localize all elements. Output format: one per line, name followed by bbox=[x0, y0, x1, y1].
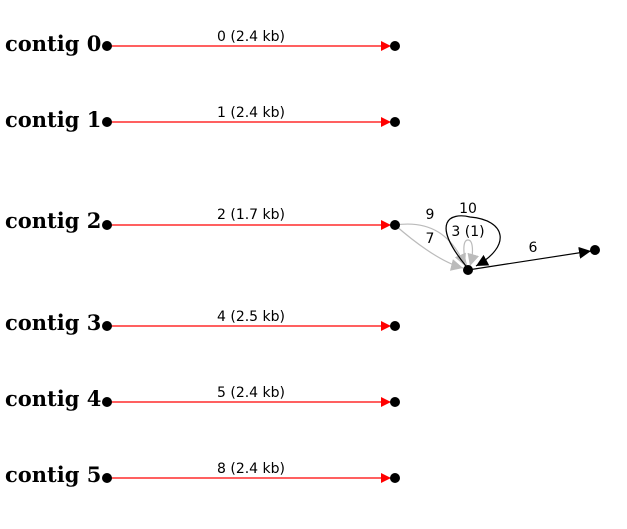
contig-edge-label: 1 (2.4 kb) bbox=[217, 105, 285, 121]
graph-node bbox=[102, 117, 112, 127]
contig-label: contig 2 bbox=[5, 208, 101, 233]
graph-node bbox=[390, 41, 400, 51]
contig-edge-label: 5 (2.4 kb) bbox=[217, 385, 285, 401]
contig-row-2: contig 2 2 (1.7 kb) bbox=[5, 207, 391, 233]
contig-edge-label: 2 (1.7 kb) bbox=[217, 207, 285, 223]
contig-label: contig 4 bbox=[5, 386, 101, 411]
graph-node bbox=[102, 321, 112, 331]
graph-node bbox=[390, 220, 400, 230]
contig-label: contig 1 bbox=[5, 107, 101, 132]
graph-node bbox=[463, 265, 473, 275]
edge-10-loop bbox=[445, 215, 501, 267]
contig-row-3: contig 3 4 (2.5 kb) bbox=[5, 309, 400, 335]
edge-9-label: 9 bbox=[426, 207, 435, 223]
graph-node bbox=[390, 397, 400, 407]
contig-label: contig 5 bbox=[5, 462, 101, 487]
edge-10-label: 10 bbox=[459, 201, 477, 217]
graph-node bbox=[590, 245, 600, 255]
contig-row-5: contig 5 8 (2.4 kb) bbox=[5, 461, 400, 487]
graph-node bbox=[390, 473, 400, 483]
graph-node bbox=[102, 41, 112, 51]
graph-node bbox=[102, 473, 112, 483]
edge-3-loop bbox=[463, 239, 480, 271]
contig-edge-label: 4 (2.5 kb) bbox=[217, 309, 285, 325]
edge-7-label: 7 bbox=[426, 231, 435, 247]
edge-6-label: 6 bbox=[529, 240, 538, 256]
contig-row-4: contig 4 5 (2.4 kb) bbox=[5, 385, 400, 411]
graph-node bbox=[390, 321, 400, 331]
edge-6 bbox=[467, 246, 592, 271]
edge-3-label: 3 (1) bbox=[451, 224, 484, 240]
graph-node bbox=[102, 220, 112, 230]
contig-label: contig 3 bbox=[5, 310, 101, 335]
contig-row-0: contig 0 0 (2.4 kb) bbox=[5, 29, 400, 56]
contig-row-1: contig 1 1 (2.4 kb) bbox=[5, 105, 400, 132]
contig-edge-label: 8 (2.4 kb) bbox=[217, 461, 285, 477]
graph-node bbox=[102, 397, 112, 407]
branch-edges: 9 7 3 (1) 10 6 bbox=[390, 201, 600, 275]
edge-7 bbox=[394, 224, 464, 271]
edge-9 bbox=[394, 223, 466, 267]
contig-label: contig 0 bbox=[5, 31, 101, 56]
contig-edge-label: 0 (2.4 kb) bbox=[217, 29, 285, 45]
graph-node bbox=[390, 117, 400, 127]
